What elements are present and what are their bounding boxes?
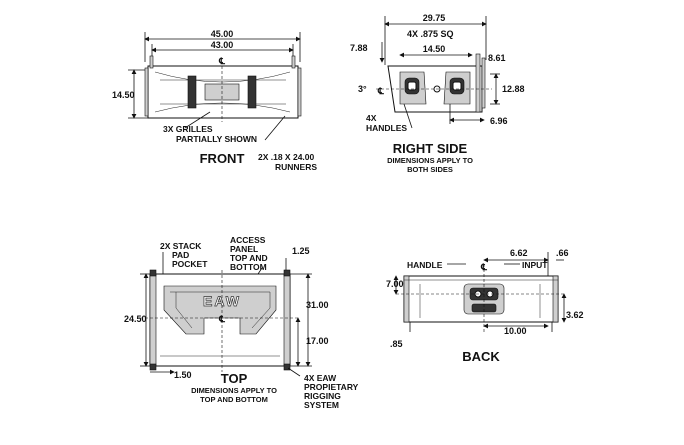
back-1000-dim: 10.00 [504, 326, 527, 336]
back-085-dim: .85 [390, 339, 403, 349]
front-title: FRONT [200, 151, 245, 166]
top-subtitle-2: TOP AND BOTTOM [200, 395, 268, 404]
side-centerline: ℄ [377, 86, 384, 96]
front-rigging-pin [149, 55, 154, 69]
top-subtitle: DIMENSIONS APPLY TO [191, 386, 277, 395]
back-title: BACK [462, 349, 500, 364]
side-handle-spacing: 14.50 [423, 44, 446, 54]
front-overall-width: 45.00 [211, 29, 234, 39]
top-access-note-2: PANEL [230, 244, 258, 254]
top-access-note: ACCESS [230, 235, 266, 245]
top-corner-dim: 1.25 [292, 246, 310, 256]
top-title: TOP [221, 371, 248, 386]
back-700-dim: 7.00 [386, 279, 404, 289]
top-rigging-note-4: SYSTEM [304, 400, 339, 410]
top-stack-note-3: POCKET [172, 259, 208, 269]
top-stack-note: 2X STACK [160, 241, 202, 251]
front-horn-right [247, 75, 257, 109]
front-grilles-note: 3X GRILLES [163, 124, 213, 134]
side-right-dim: 8.61 [488, 53, 506, 63]
side-handles-note: HANDLES [366, 123, 407, 133]
side-title: RIGHT SIDE [393, 141, 468, 156]
top-rigging-note-2: PROPIETARY [304, 382, 359, 392]
top-150-dim: 1.50 [174, 370, 192, 380]
top-stack-note-2: PAD [172, 250, 189, 260]
back-066-dim: .66 [556, 248, 569, 258]
front-view: 45.00 43.00 14.50 ℄ 3X GRILLES PARTIALLY… [112, 29, 317, 172]
front-inner-width: 43.00 [211, 40, 234, 50]
side-width: 29.75 [423, 13, 446, 23]
side-subtitle-2: BOTH SIDES [407, 165, 453, 174]
back-362-dim: 3.62 [566, 310, 584, 320]
front-height: 14.50 [112, 90, 135, 100]
right-side-view: 29.75 4X .875 SQ 14.50 7.88 8.61 ℄ 3° 12… [350, 13, 525, 174]
side-left-dim: 7.88 [350, 43, 368, 53]
back-view: 6.62 .66 HANDLE INPUT ℄ 7.00 3.62 10.00 … [386, 248, 584, 364]
top-rigging-note: 4X EAW [304, 373, 337, 383]
front-runners-note-2: RUNNERS [275, 162, 317, 172]
back-centerline: ℄ [480, 262, 487, 272]
side-square-dim: 4X .875 SQ [407, 29, 454, 39]
top-access-note-4: BOTTOM [230, 262, 267, 272]
side-subtitle: DIMENSIONS APPLY TO [387, 156, 473, 165]
top-access-note-3: TOP AND [230, 253, 268, 263]
front-centerline-mark: ℄ [218, 56, 225, 66]
back-input-label: INPUT [522, 260, 548, 270]
side-handles-count: 4X [366, 113, 377, 123]
front-grilles-note-2: PARTIALLY SHOWN [176, 134, 257, 144]
side-angle: 3° [358, 84, 367, 94]
back-662-dim: 6.62 [510, 248, 528, 258]
front-horn-left [187, 75, 197, 109]
side-height: 12.88 [502, 84, 525, 94]
back-handle-label: HANDLE [407, 260, 443, 270]
top-centerline: ℄ [218, 314, 225, 324]
top-rigging-note-3: RIGGING [304, 391, 341, 401]
side-bottom-dim: 6.96 [490, 116, 508, 126]
front-runners-note: 2X .18 X 24.00 [258, 152, 315, 162]
top-width-dim: 31.00 [306, 300, 329, 310]
top-depth-dim: 24.50 [124, 314, 147, 324]
top-logo: EAW [203, 293, 241, 309]
top-view: 2X STACK PAD POCKET ACCESS PANEL TOP AND… [124, 235, 359, 410]
top-17-dim: 17.00 [306, 336, 329, 346]
